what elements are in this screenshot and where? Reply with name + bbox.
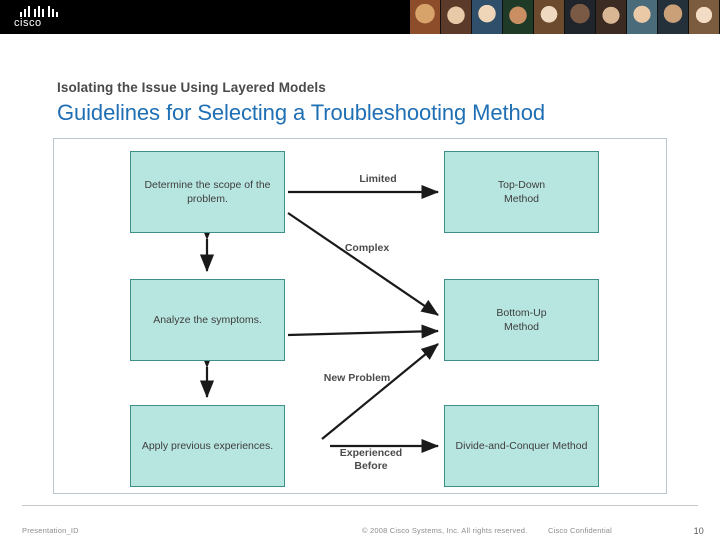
- header-band: cisco: [0, 0, 720, 34]
- header-photo: [627, 0, 658, 34]
- edge-label-limited: Limited: [359, 173, 397, 185]
- node-determine-scope: Determine the scope of the problem.: [130, 151, 285, 233]
- cisco-logo-bars: [20, 6, 64, 17]
- diagram-connectors: [199, 184, 440, 454]
- header-photo: [503, 0, 534, 34]
- edge-label-experienced-before: Experienced Before: [339, 447, 403, 472]
- header-photo: [410, 0, 441, 34]
- node-bottom-up-method: Bottom-Up Method: [444, 279, 599, 361]
- node-analyze-symptoms: Analyze the symptoms.: [130, 279, 285, 361]
- header-photo: [565, 0, 596, 34]
- node-divide-and-conquer: Divide-and-Conquer Method: [444, 405, 599, 487]
- header-photo: [534, 0, 565, 34]
- header-photo-strip: [410, 0, 720, 34]
- header-photo: [472, 0, 503, 34]
- content-frame: Determine the scope of the problem. Top-…: [53, 138, 667, 494]
- edge-label-new-problem: New Problem: [323, 372, 391, 384]
- footer-presentation-id: Presentation_ID: [22, 526, 79, 535]
- footer-copyright: © 2008 Cisco Systems, Inc. All rights re…: [362, 526, 528, 535]
- page-title: Guidelines for Selecting a Troubleshooti…: [57, 100, 545, 125]
- header-photo: [689, 0, 720, 34]
- edge-label-complex: Complex: [344, 242, 390, 254]
- slide-eyebrow: Isolating the Issue Using Layered Models: [57, 80, 326, 95]
- footer-divider: [22, 505, 698, 506]
- node-apply-experiences: Apply previous experiences.: [130, 405, 285, 487]
- flow-diagram: Determine the scope of the problem. Top-…: [54, 139, 668, 495]
- header-photo: [596, 0, 627, 34]
- footer-confidential: Cisco Confidential: [548, 526, 613, 535]
- header-photo: [658, 0, 689, 34]
- node-top-down-method: Top-Down Method: [444, 151, 599, 233]
- cisco-logo-text: cisco: [14, 17, 42, 29]
- cisco-logo: cisco: [14, 6, 94, 30]
- footer-page-number: 10: [693, 526, 704, 536]
- header-photo: [441, 0, 472, 34]
